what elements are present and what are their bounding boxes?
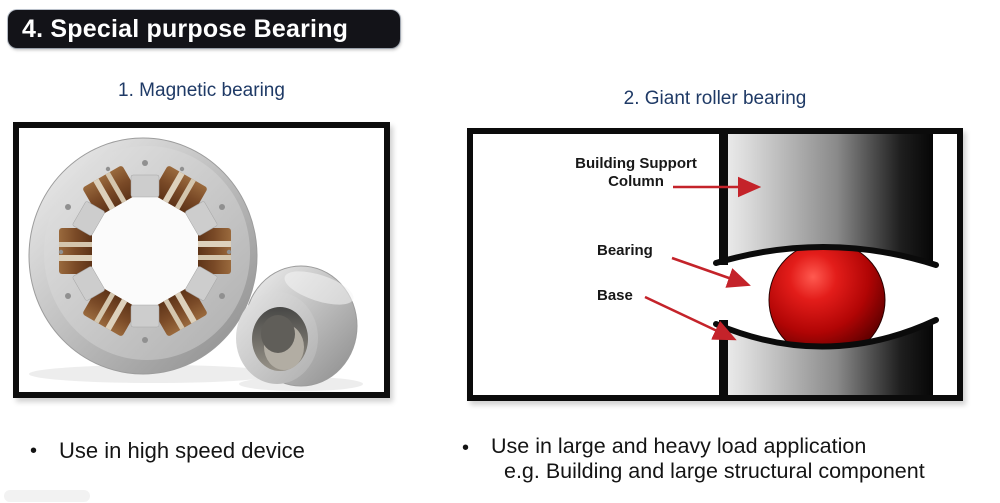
bullet-dot: • — [462, 437, 470, 459]
bullet-giant-roller: • Use in large and heavy load applicatio… — [462, 434, 925, 484]
label-building-support-column: Building Support Column — [575, 155, 697, 190]
bearing-ring — [28, 137, 258, 375]
magnetic-bearing-photo-frame — [13, 122, 390, 398]
giant-roller-bearing-diagram: Building Support Column Bearing Base — [467, 128, 963, 401]
bullet-text-load-application: Use in large and heavy load application — [491, 434, 867, 458]
arrow-bearing — [671, 256, 751, 288]
label-bearing: Bearing — [597, 242, 653, 259]
callout-arrows — [644, 176, 762, 341]
lower-column-edge — [713, 317, 939, 350]
ring-shadow — [29, 365, 279, 383]
bullet-text-magnetic: Use in high speed device — [59, 438, 305, 463]
slide-title: 4. Special purpose Bearing — [8, 10, 400, 48]
subtitle-magnetic-bearing: 1. Magnetic bearing — [118, 80, 285, 101]
label-base: Base — [597, 287, 633, 304]
base-column-lower — [719, 321, 933, 395]
divider-top — [719, 134, 728, 265]
face-screws — [58, 160, 232, 343]
inner-sleeve — [236, 265, 358, 387]
arrow-base — [644, 295, 737, 341]
subtitle-giant-roller-bearing: 2. Giant roller bearing — [623, 88, 807, 109]
diagram-canvas — [644, 134, 939, 395]
bullet-text-example: e.g. Building and large structural compo… — [504, 459, 925, 483]
watermark-smudge — [4, 490, 90, 502]
upper-column-edge — [713, 244, 939, 268]
stator-coils — [59, 166, 231, 336]
bullet-magnetic: • Use in high speed device — [30, 437, 305, 465]
divider-bottom — [719, 320, 728, 395]
bullet-dot: • — [30, 440, 38, 462]
magnetic-bearing-photo — [28, 137, 363, 391]
support-column-upper — [719, 134, 933, 266]
